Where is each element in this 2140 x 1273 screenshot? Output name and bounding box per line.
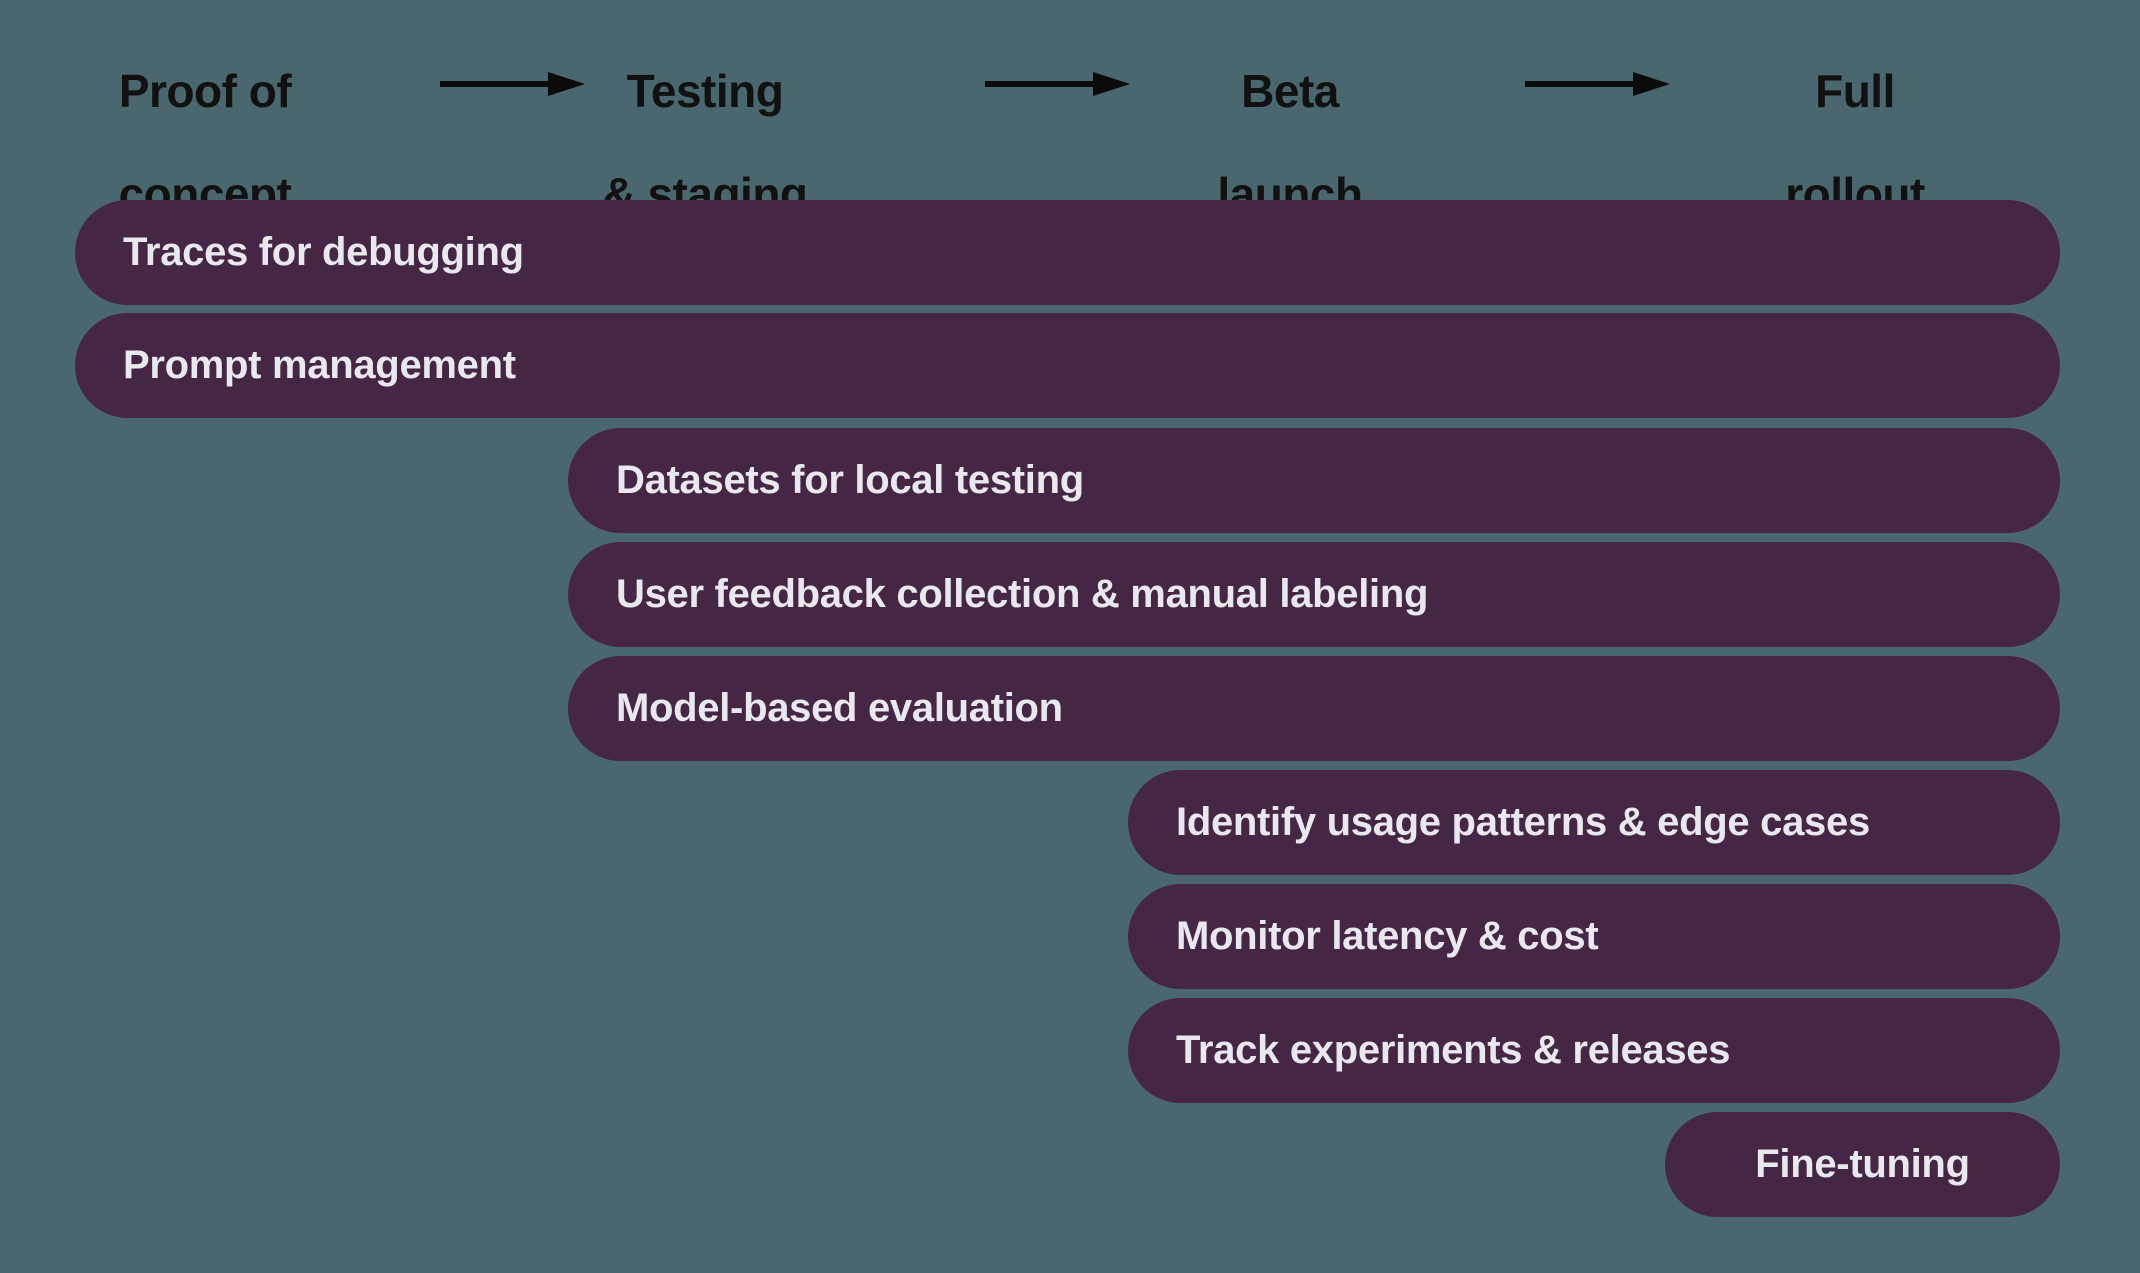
- stage-label-line-1: Beta: [1241, 64, 1339, 117]
- capability-bar-fine-tuning[interactable]: Fine-tuning: [1665, 1112, 2060, 1217]
- capability-bar-monitor-latency-and-cost[interactable]: Monitor latency & cost: [1128, 884, 2060, 989]
- capability-bar-label: Track experiments & releases: [1176, 1028, 1731, 1072]
- stage-label-line-1: Full: [1815, 64, 1895, 117]
- capability-bar-user-feedback-collection[interactable]: User feedback collection & manual labeli…: [568, 542, 2060, 647]
- capability-bar-label: Prompt management: [123, 343, 516, 387]
- capability-bar-identify-usage-patterns[interactable]: Identify usage patterns & edge cases: [1128, 770, 2060, 875]
- capability-bar-label: Datasets for local testing: [616, 458, 1084, 502]
- capability-bar-traces-for-debugging[interactable]: Traces for debugging: [75, 200, 2060, 305]
- capability-bar-label: Fine-tuning: [1755, 1142, 1970, 1186]
- arrow-right-icon: [440, 70, 585, 98]
- stage-header-row: Proof of concept Testing & staging Beta …: [0, 0, 2140, 219]
- capability-bar-label: Identify usage patterns & edge cases: [1176, 800, 1870, 844]
- stage-label-line-1: Testing: [626, 64, 784, 117]
- arrow-right-icon: [985, 70, 1130, 98]
- capability-bar-label: Model-based evaluation: [616, 686, 1063, 730]
- capability-bar-datasets-for-local-testing[interactable]: Datasets for local testing: [568, 428, 2060, 533]
- arrow-right-icon: [1525, 70, 1670, 98]
- capability-bar-track-experiments-and-releases[interactable]: Track experiments & releases: [1128, 998, 2060, 1103]
- capability-bar-model-based-evaluation[interactable]: Model-based evaluation: [568, 656, 2060, 761]
- capability-bar-label: Traces for debugging: [123, 230, 524, 274]
- stage-label-line-1: Proof of: [118, 64, 292, 117]
- capability-bar-label: User feedback collection & manual labeli…: [616, 572, 1429, 616]
- capability-bar-label: Monitor latency & cost: [1176, 914, 1599, 958]
- capability-bar-prompt-management[interactable]: Prompt management: [75, 313, 2060, 418]
